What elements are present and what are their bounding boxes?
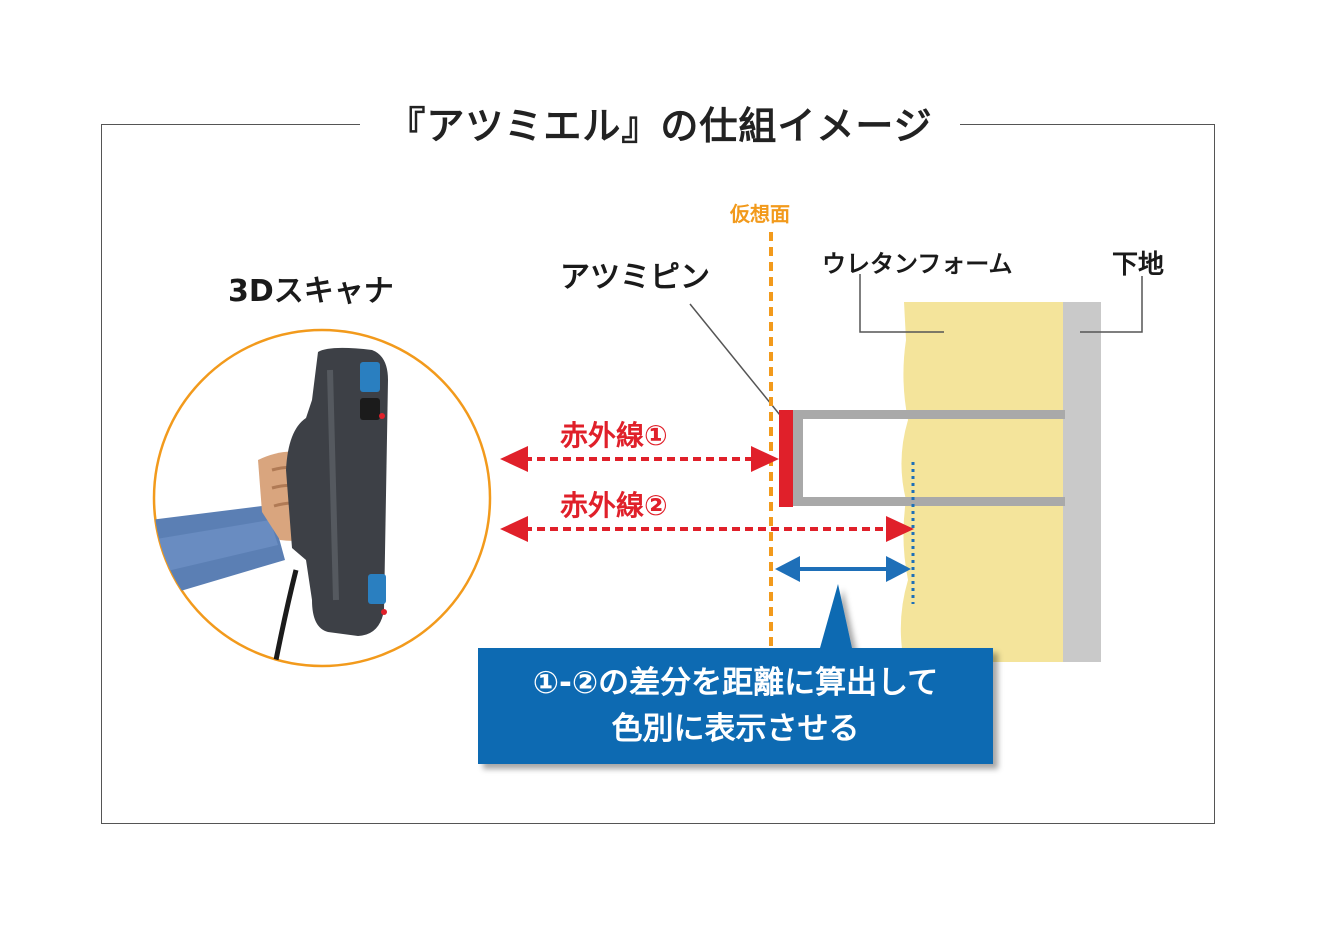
urethane-foam (900, 302, 1063, 662)
infrared-2-label: 赤外線② (560, 489, 668, 522)
atsumi-pin (779, 410, 793, 507)
scanner-lens-bottom (368, 574, 386, 604)
base-substrate (1063, 302, 1101, 662)
infrared-1-arrow (500, 446, 779, 472)
callout-text: ①-②の差分を距離に算出して 色別に表示させる (478, 648, 993, 764)
infrared-1-label: 赤外線① (560, 419, 668, 452)
difference-arrow (775, 556, 911, 582)
pin-bar-bottom (793, 497, 1065, 506)
page-title: 『アツミエル』の仕組イメージ (360, 98, 960, 154)
scanner-lens-top (360, 362, 380, 392)
foam-leader-line (859, 274, 944, 333)
infrared-2-arrow (500, 516, 914, 542)
scanner-label: 3Dスキャナ (228, 274, 394, 309)
callout-box (478, 584, 993, 764)
pin-label: アツミピン (560, 260, 710, 295)
pin-leader-line (689, 303, 785, 421)
urethane-foam-label: ウレタンフォーム (822, 250, 1013, 278)
callout-line-1: ①-②の差分を距離に算出して (532, 665, 939, 701)
scanner-photo (152, 328, 492, 668)
base-leader-line (1080, 276, 1143, 333)
pin-bar-top (793, 410, 1065, 419)
scanner-cable (273, 569, 299, 661)
base-label: 下地 (1112, 250, 1165, 280)
virtual-plane-label: 仮想面 (730, 202, 790, 226)
callout-line-2: 色別に表示させる (611, 711, 860, 747)
